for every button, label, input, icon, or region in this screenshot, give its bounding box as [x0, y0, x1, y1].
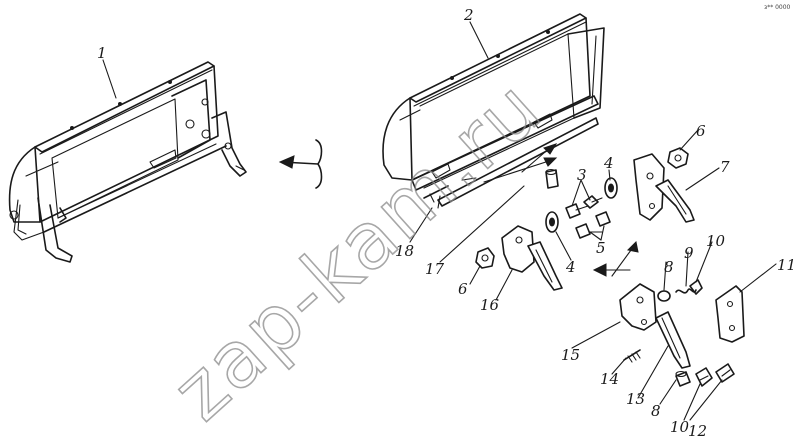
callout-5: 5 [596, 239, 606, 257]
part-4-washer-lower [545, 211, 559, 233]
callout-10-lower: 10 [670, 418, 690, 436]
part-10-clip-upper [689, 279, 703, 295]
part-13-lever [655, 311, 691, 369]
part-12-clip [715, 363, 735, 383]
callout-labels: 1 2 3 4 4 5 6 6 7 8 8 9 10 10 11 12 13 1… [97, 6, 796, 440]
part-10-clip-lower [695, 367, 713, 387]
part-15-latch-plate [619, 283, 657, 331]
callout-12: 12 [688, 422, 707, 440]
part-6-nut-upper [667, 147, 689, 169]
part-8-bushing-upper [657, 290, 671, 302]
callout-3: 3 [577, 166, 587, 184]
callout-6-lower: 6 [458, 280, 468, 298]
callout-6-upper: 6 [696, 122, 706, 140]
direction-arrows [461, 143, 639, 277]
part-4-washer-upper [604, 177, 618, 199]
part-2-glovebox-housing [382, 13, 605, 191]
part-6-nut-lower [475, 247, 495, 269]
callout-15: 15 [561, 346, 580, 364]
leader-lines [102, 21, 777, 421]
callout-7: 7 [720, 158, 730, 176]
callout-16: 16 [480, 296, 500, 314]
callout-8-upper: 8 [664, 258, 674, 276]
part-18-bracket [423, 185, 449, 203]
callout-18: 18 [395, 242, 414, 260]
assembly-1-glovebox-assembled [8, 61, 247, 263]
callout-9: 9 [684, 244, 694, 262]
part-11-cover-plate [715, 285, 745, 343]
callout-11: 11 [777, 256, 796, 274]
callout-4-lower: 4 [565, 258, 576, 276]
part-7-right-hinge-bracket [633, 153, 695, 223]
part-17-rod [437, 117, 599, 209]
callout-10-upper: 10 [706, 232, 726, 250]
part-5-screws [575, 211, 611, 239]
callout-2: 2 [463, 6, 474, 24]
callout-8-lower: 8 [651, 402, 661, 420]
callout-4-upper: 4 [603, 154, 614, 172]
part-8-bushing-lower [675, 370, 691, 387]
callout-13: 13 [626, 390, 645, 408]
callout-17: 17 [425, 260, 445, 278]
corner-mark: з** 0000 [764, 4, 791, 11]
callout-1: 1 [97, 44, 107, 62]
pin-part [545, 168, 559, 189]
part-16-left-hinge-bracket [501, 225, 563, 291]
part-14-pin [623, 349, 641, 363]
assembly-arrow [278, 139, 323, 189]
callout-14: 14 [600, 370, 619, 388]
part-3-screws [565, 195, 603, 219]
